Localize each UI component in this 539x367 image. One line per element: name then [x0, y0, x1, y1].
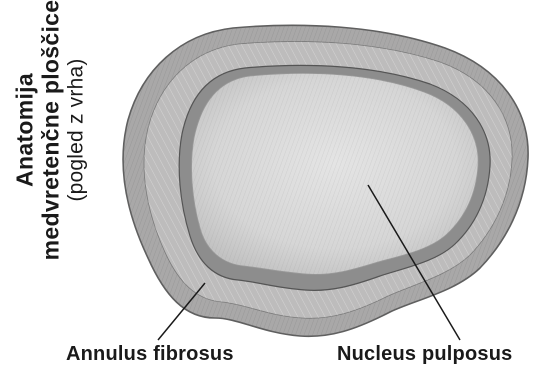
title-line-1: Anatomija: [12, 0, 38, 260]
title-line-2: medvretenčne ploščice: [38, 0, 64, 260]
nucleus-pulposus-label: Nucleus pulposus: [337, 343, 512, 366]
title-line-3: (pogled z vrha): [64, 0, 88, 260]
annulus-fibrosus-label: Annulus fibrosus: [66, 343, 234, 366]
